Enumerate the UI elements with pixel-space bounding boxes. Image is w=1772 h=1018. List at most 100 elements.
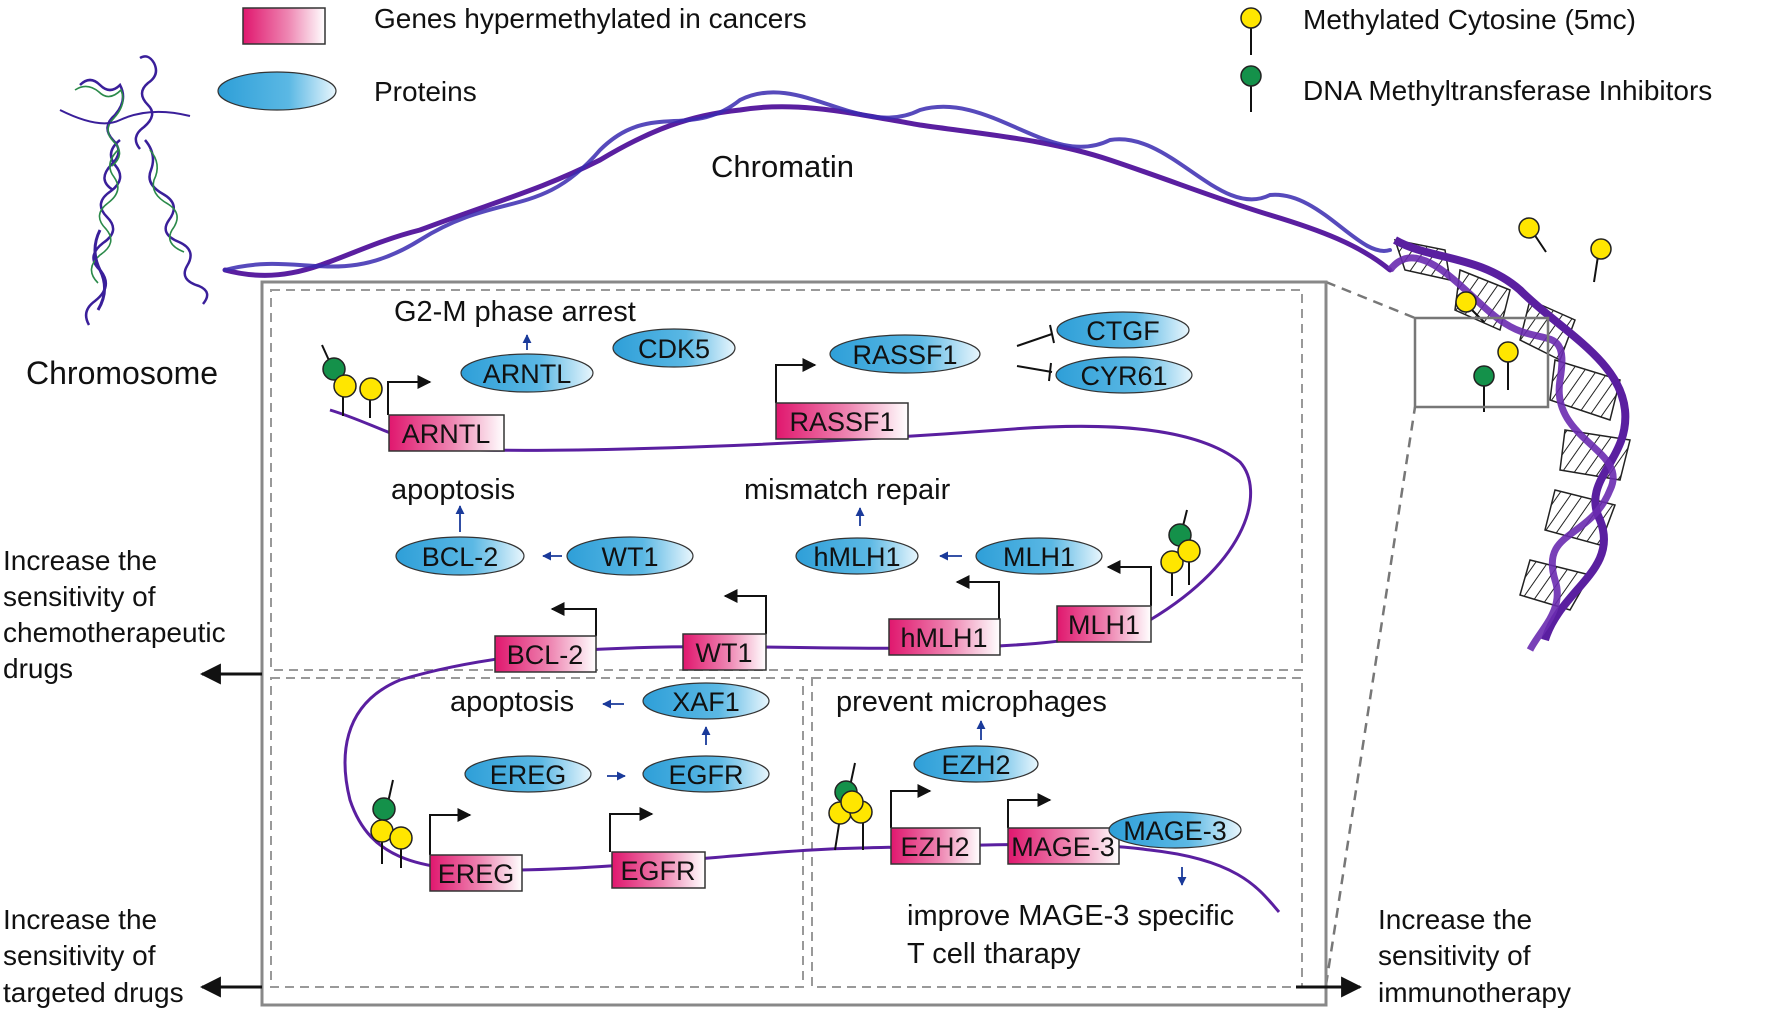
methylation-cluster-ereg: [370, 779, 413, 868]
protein-hmlh1: hMLH1: [795, 537, 919, 575]
svg-text:BCL-2: BCL-2: [422, 542, 499, 572]
svg-text:ARNTL: ARNTL: [483, 359, 572, 389]
promoter-arrow: [387, 375, 432, 415]
legend-protein-swatch: [217, 71, 337, 111]
svg-text:Increase the: Increase the: [3, 904, 157, 935]
process-mage3-line2: T cell tharapy: [907, 938, 1081, 970]
dnmt-inhibitor: [322, 357, 346, 381]
protein-arntl: ARNTL: [460, 353, 594, 393]
zoom-box: [1413, 316, 1550, 409]
legend-methyl-icon: [1240, 7, 1262, 55]
svg-text:Increase the: Increase the: [3, 545, 157, 576]
gene-bcl2: BCL-2: [494, 635, 597, 673]
methyl-cytosine: [359, 377, 383, 401]
gene-mage3: MAGE-3: [1007, 827, 1120, 865]
legend-methylated-label: Methylated Cytosine (5mc): [1303, 4, 1636, 35]
svg-text:EGFR: EGFR: [668, 760, 743, 790]
main-panel: [260, 280, 1328, 1007]
promoter-arrow: [1007, 793, 1052, 828]
protein-xaf1: XAF1: [642, 682, 770, 720]
protein-ezh2: EZH2: [913, 745, 1039, 783]
legend-gene-swatch: [242, 7, 326, 45]
chromosome-label: Chromosome: [26, 355, 218, 391]
svg-text:RASSF1: RASSF1: [852, 340, 957, 370]
promoter-arrow: [429, 808, 472, 855]
svg-text:sensitivity of: sensitivity of: [3, 940, 156, 971]
methyl-cytosine: [389, 826, 413, 850]
gene-hmlh1: hMLH1: [888, 618, 1001, 656]
methyl-cytosine-pin: [1518, 217, 1547, 253]
gene-rassf1: RASSF1: [775, 402, 909, 440]
promoter-arrow: [723, 589, 767, 634]
panel-chemotherapy: [270, 289, 1303, 671]
svg-text:CTGF: CTGF: [1086, 316, 1160, 346]
protein-cdk5: CDK5: [612, 328, 736, 368]
protein-cyr61: CYR61: [1055, 356, 1193, 394]
svg-text:Increase the: Increase the: [1378, 904, 1532, 935]
process-mage3-line1: improve MAGE-3 specific: [907, 900, 1234, 932]
gene-wt1: WT1: [682, 633, 767, 671]
svg-text:BCL-2: BCL-2: [507, 640, 584, 670]
svg-text:RASSF1: RASSF1: [789, 407, 894, 437]
promoter-arrow: [955, 575, 1000, 619]
dnmt-inhibitor-pin: [1473, 365, 1495, 412]
svg-text:WT1: WT1: [602, 542, 659, 572]
methyl-cytosine: [1177, 539, 1201, 563]
gene-egfr: EGFR: [611, 851, 706, 889]
outcome-immunotherapy: Increase the sensitivity of immunotherap…: [1378, 904, 1571, 1008]
protein-mlh1: MLH1: [975, 537, 1103, 575]
svg-text:MAGE-3: MAGE-3: [1011, 832, 1115, 862]
svg-text:sensitivity of: sensitivity of: [1378, 940, 1531, 971]
legend-genes-label: Genes hypermethylated in cancers: [374, 3, 807, 34]
outcome-chemotherapy: Increase the sensitivity of chemotherape…: [3, 545, 226, 684]
promoter-arrow: [609, 807, 654, 852]
chromatin-helix: [222, 90, 1393, 278]
legend-proteins-label: Proteins: [374, 76, 477, 107]
svg-text:EGFR: EGFR: [620, 856, 695, 886]
promoter-arrows: [387, 358, 1152, 855]
panel-immunotherapy: [811, 677, 1303, 988]
inhibition-arrows: [1016, 324, 1055, 382]
promoter-arrow: [1106, 560, 1152, 606]
protein-wt1: WT1: [566, 536, 694, 576]
svg-text:chemotherapeutic: chemotherapeutic: [3, 617, 226, 648]
svg-text:targeted drugs: targeted drugs: [3, 977, 184, 1008]
legend-inhibitor-icon: [1240, 65, 1262, 112]
dnmt-inhibitor: [372, 797, 396, 821]
methyl-cytosine: [1160, 550, 1184, 574]
svg-text:XAF1: XAF1: [672, 687, 740, 717]
zoom-line-bottom: [1324, 406, 1417, 986]
methylation-cluster-ezh2: [828, 762, 873, 851]
svg-text:drugs: drugs: [3, 653, 73, 684]
methylation-cluster-arntl: [321, 344, 383, 418]
methylation-cluster-mlh1: [1160, 509, 1201, 596]
svg-text:MLH1: MLH1: [1068, 610, 1140, 640]
dna-methylation-pins: [1455, 217, 1612, 412]
promoter-arrow: [775, 358, 817, 403]
gene-arntl: ARNTL: [388, 414, 505, 452]
methyl-cytosine-pin: [1455, 291, 1485, 323]
methyl-cytosine-pin: [1497, 341, 1519, 390]
process-mismatch-repair: mismatch repair: [744, 474, 951, 506]
outcome-targeted: Increase the sensitivity of targeted dru…: [3, 904, 184, 1008]
svg-text:ARNTL: ARNTL: [402, 419, 491, 449]
svg-text:EZH2: EZH2: [900, 832, 969, 862]
svg-text:MAGE-3: MAGE-3: [1123, 816, 1227, 846]
methyl-cytosine-pin: [1590, 238, 1612, 283]
protein-ereg: EREG: [464, 755, 592, 793]
svg-text:EREG: EREG: [438, 859, 515, 889]
svg-text:WT1: WT1: [696, 638, 753, 668]
protein-mage3: MAGE-3: [1108, 811, 1242, 849]
protein-egfr: EGFR: [642, 755, 770, 793]
process-apoptosis-bottom: apoptosis: [450, 686, 574, 718]
promoter-arrow: [550, 602, 597, 636]
svg-text:immunotherapy: immunotherapy: [1378, 977, 1571, 1008]
chromosome-icon: [59, 55, 209, 326]
process-prevent-microphages: prevent microphages: [836, 686, 1107, 718]
chromatin-label: Chromatin: [711, 149, 854, 184]
process-g2m-arrest: G2-M phase arrest: [394, 296, 636, 328]
legend-inhibitors-label: DNA Methyltransferase Inhibitors: [1303, 75, 1712, 106]
protein-bcl2: BCL-2: [395, 536, 525, 576]
gene-mlh1: MLH1: [1056, 605, 1152, 643]
